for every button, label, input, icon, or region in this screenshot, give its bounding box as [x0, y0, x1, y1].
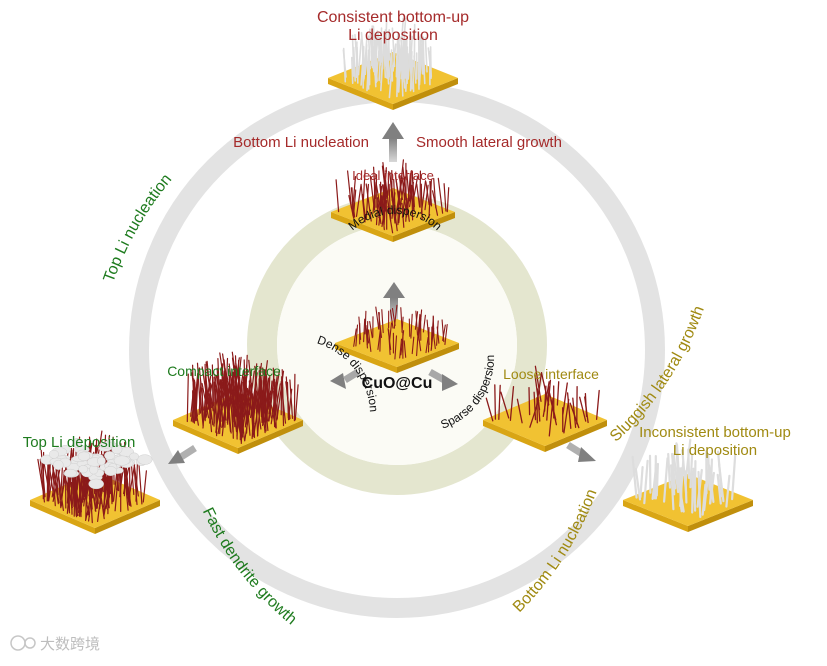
arrow-up-top	[382, 122, 404, 162]
loose-interface-label: Loose interface	[503, 366, 599, 382]
watermark-logo-icon	[11, 636, 25, 650]
ideal-result-line2: Li deposition	[348, 27, 438, 44]
center-title: CuO@Cu	[362, 375, 433, 392]
fast-dendrite-growth-label: Fast dendrite growth	[199, 505, 300, 628]
ideal-growth-label: Smooth lateral growth	[416, 134, 562, 151]
compact-interface-label: Compact interface	[167, 363, 281, 379]
bottom-nucleation-label: Bottom Li nucleation	[510, 487, 601, 616]
ideal-nucleation-label: Bottom Li nucleation	[233, 134, 369, 151]
watermark-text: 大数跨境	[40, 635, 100, 653]
arrow-right-lower	[568, 445, 596, 462]
loose-result-line2: Li deposition	[673, 442, 757, 459]
loose-result-line1: Inconsistent bottom-up	[639, 424, 791, 441]
ideal-interface-label: Ideal interface	[352, 168, 434, 183]
watermark: 大数跨境	[11, 635, 100, 653]
compact-result-label: Top Li deposition	[23, 434, 136, 451]
ideal-result-line1: Consistent bottom-up	[317, 9, 469, 26]
